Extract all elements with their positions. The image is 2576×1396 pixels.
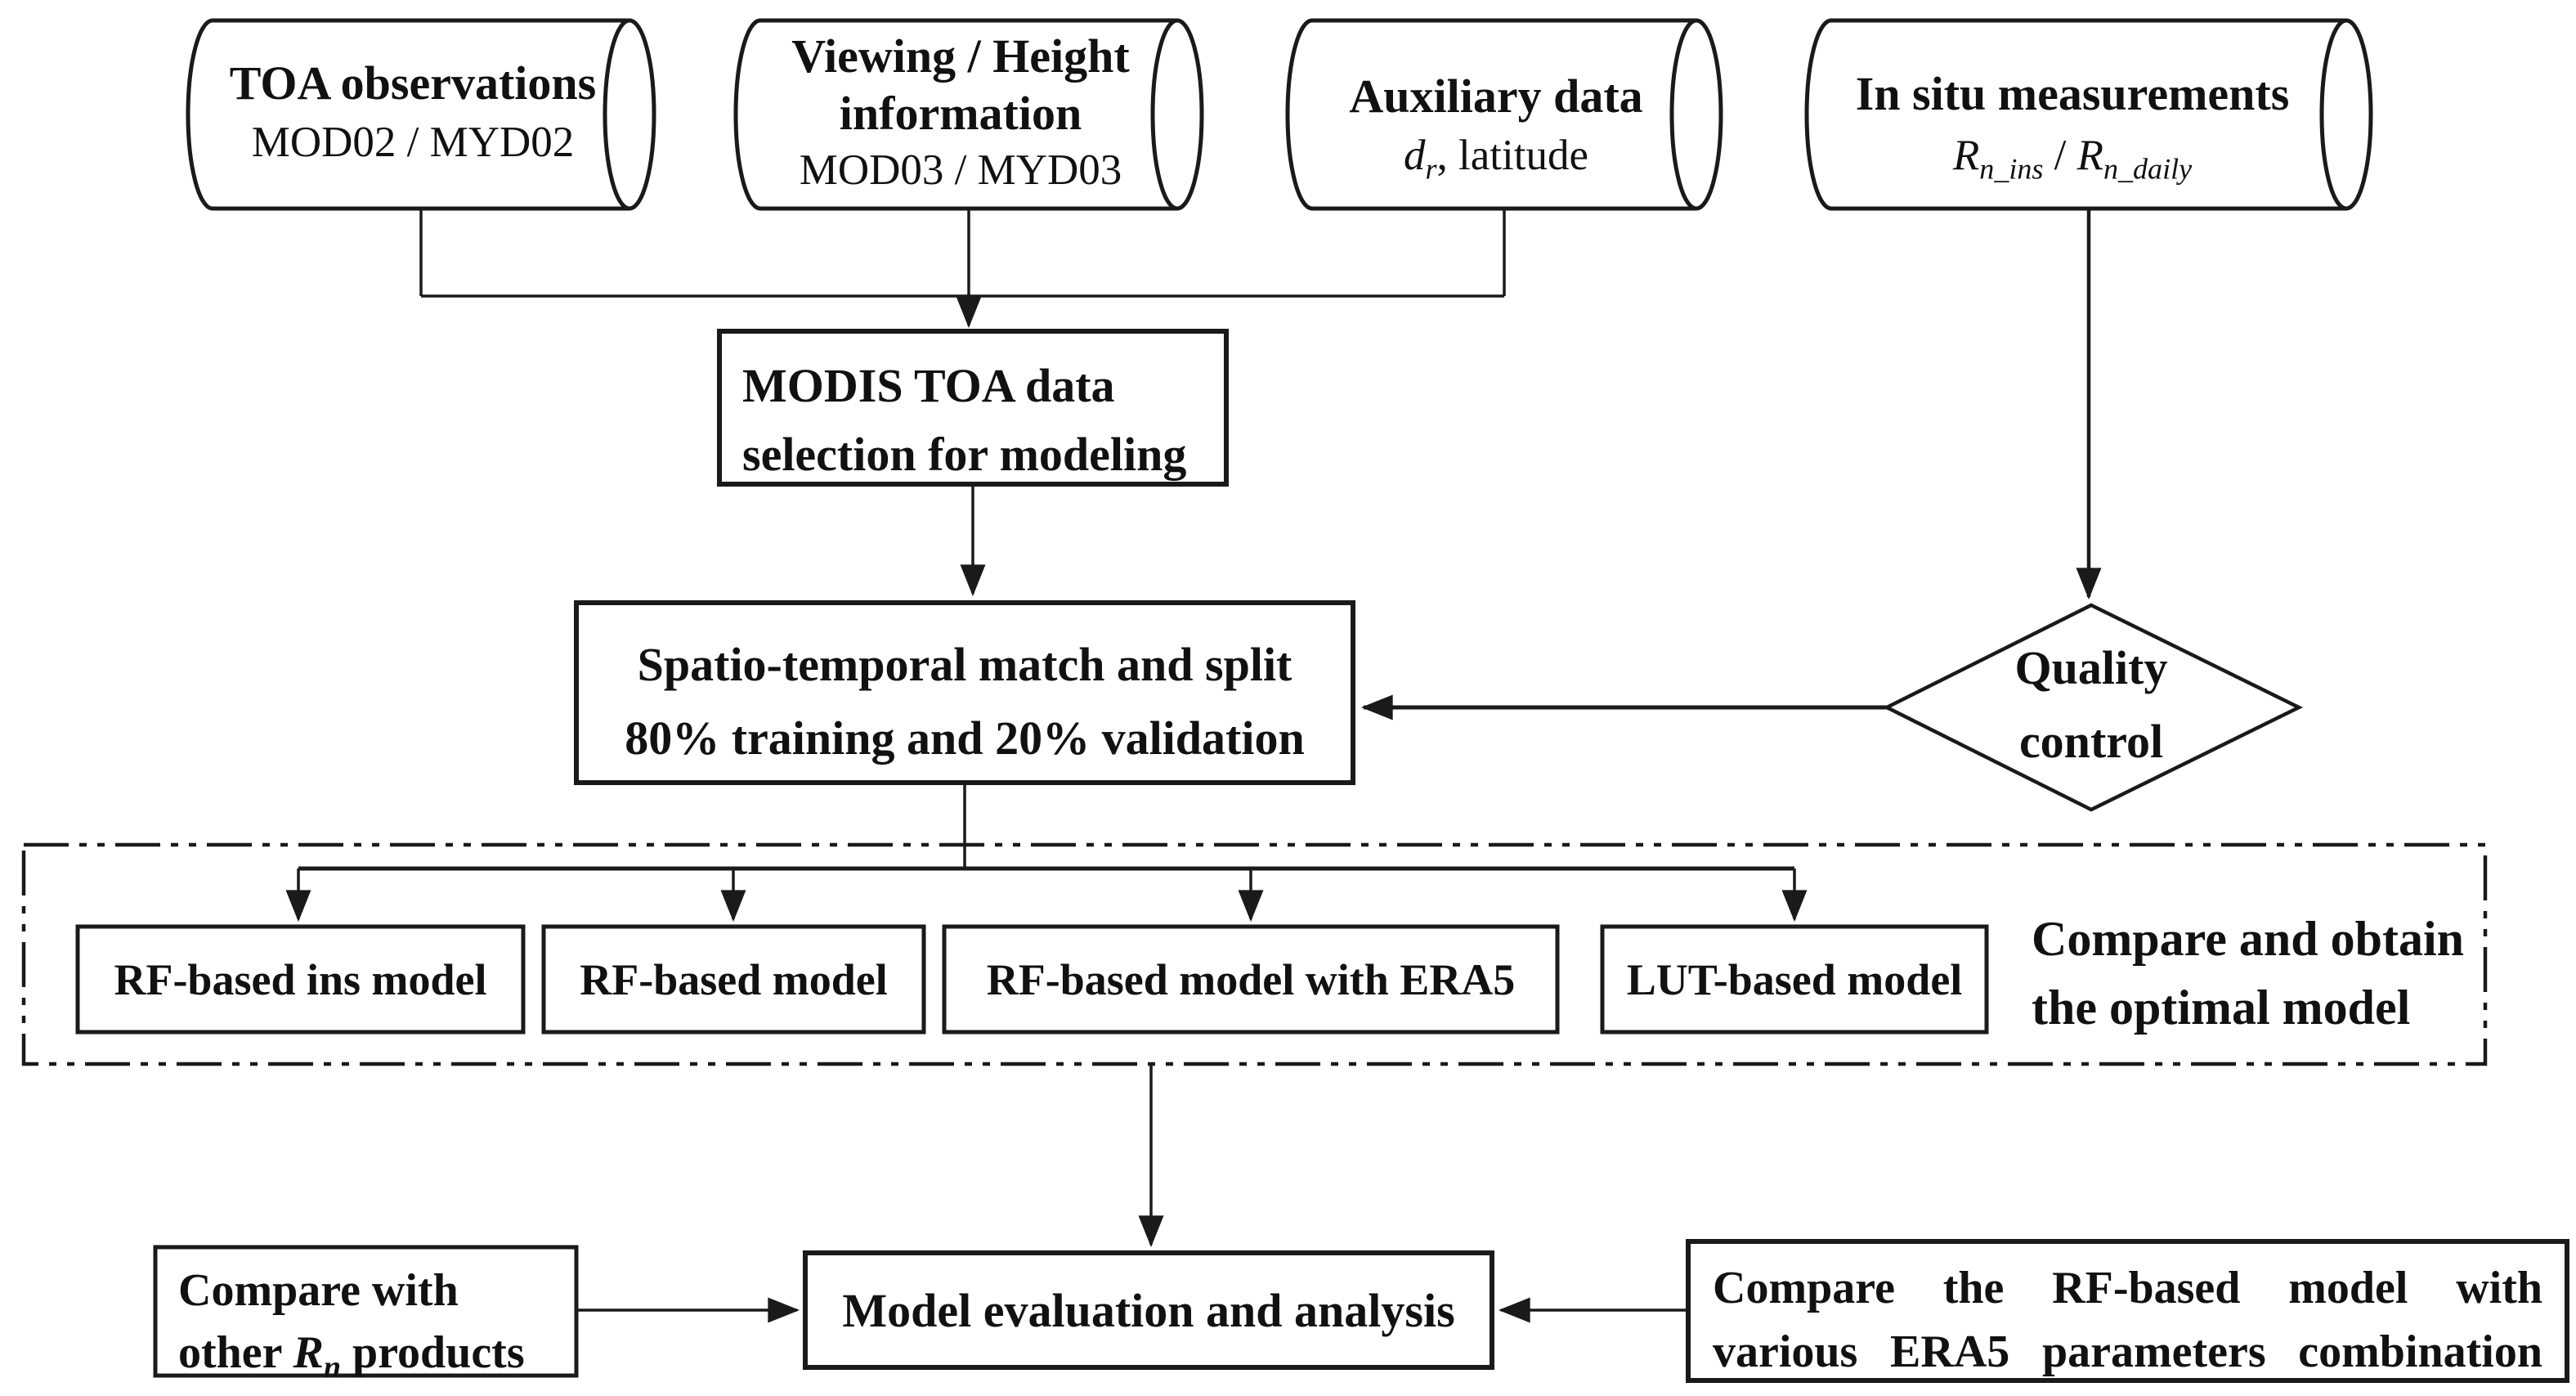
process-modis-selection: MODIS TOA data selection for modeling: [742, 352, 1216, 489]
viewing-title-line1: Viewing / Height: [791, 29, 1130, 83]
viewing-subtitle: MOD03 / MYD03: [799, 146, 1122, 194]
model-rf: RF-based model: [544, 927, 924, 1032]
split-line2: 80% training and 20% validation: [625, 711, 1305, 765]
datastore-viewing-height: Viewing / Height information MOD03 / MYD…: [736, 28, 1185, 198]
box-evaluation: [803, 1250, 1494, 1370]
cylinder-auxiliary-data: [1285, 18, 1723, 211]
compare-products-pre: other: [178, 1327, 293, 1378]
modis-line1: MODIS TOA data: [742, 359, 1115, 412]
quality-line2: control: [2018, 715, 2164, 768]
box-compare-products: [153, 1245, 579, 1378]
model-lut: LUT-based model: [1602, 927, 1987, 1032]
aux-rest: , latitude: [1436, 132, 1588, 179]
datastore-auxiliary-data: Auxiliary data dr, latitude: [1288, 67, 1705, 185]
box-model1: [75, 924, 526, 1035]
box-modis-selection: [717, 329, 1229, 487]
process-split: Spatio-temporal match and split 80% trai…: [576, 628, 1353, 775]
quality-line1: Quality: [2014, 641, 2168, 694]
datastore-insitu-measurements: In situ measurements Rn_ins / Rn_daily: [1807, 62, 2338, 185]
compare-products-line1: Compare with: [178, 1265, 459, 1316]
insitu-sub2: n_daily: [2103, 152, 2193, 186]
compare-note: Compare and obtain the optimal model: [2032, 904, 2489, 1042]
insitu-title: In situ measurements: [1855, 67, 2290, 120]
compare-products-sub: n: [323, 1350, 342, 1385]
modis-line2: selection for modeling: [742, 428, 1187, 481]
aux-formula: dr, latitude: [1288, 126, 1705, 185]
cylinder-insitu-measurements: [1804, 18, 2373, 211]
box-compare-era5: [1686, 1239, 2569, 1383]
decision-quality-control: Quality control: [1969, 631, 2214, 779]
insitu-var2: R: [2076, 132, 2103, 179]
compare-note-line2: the optimal model: [2032, 981, 2411, 1035]
box-model3: [942, 924, 1560, 1035]
compare-era5-line2: various ERA5 parameters combination: [1713, 1326, 2542, 1377]
cylinder-toa-observations: [186, 18, 656, 211]
compare-products-line2: other Rn products: [178, 1322, 562, 1384]
box-model4: [1600, 924, 1989, 1035]
aux-var-sub: r: [1425, 152, 1437, 186]
dashed-compare-container: [21, 842, 2488, 1066]
split-line1: Spatio-temporal match and split: [637, 638, 1292, 691]
model-rf-era5: RF-based model with ERA5: [944, 927, 1557, 1032]
insitu-sub1: n_ins: [1979, 152, 2044, 186]
compare-era5-line1: Compare the RF-based model with: [1713, 1263, 2542, 1313]
box-model2: [541, 924, 926, 1035]
model3-label: RF-based model with ERA5: [986, 954, 1516, 1004]
compare-note-line1: Compare and obtain: [2032, 912, 2464, 966]
insitu-slash: /: [2043, 132, 2077, 179]
process-compare-products: Compare with other Rn products: [178, 1259, 562, 1384]
toa-subtitle: MOD02 / MYD02: [251, 119, 575, 166]
process-compare-era5: Compare the RF-based model with various …: [1713, 1256, 2542, 1384]
aux-title: Auxiliary data: [1349, 70, 1643, 123]
compare-products-var: R: [293, 1327, 324, 1378]
toa-title: TOA observations: [229, 56, 597, 110]
insitu-formula: Rn_ins / Rn_daily: [1807, 126, 2338, 185]
evaluation-label: Model evaluation and analysis: [842, 1283, 1455, 1337]
model4-label: LUT-based model: [1626, 954, 1963, 1004]
aux-var: d: [1404, 132, 1426, 179]
diamond-quality-control: [1882, 603, 2304, 812]
compare-products-post: products: [341, 1327, 525, 1378]
model-rf-ins: RF-based ins model: [78, 927, 523, 1032]
model1-label: RF-based ins model: [114, 954, 487, 1004]
model2-label: RF-based model: [580, 954, 888, 1004]
viewing-title-line2: information: [839, 87, 1082, 140]
process-evaluation: Model evaluation and analysis: [805, 1253, 1492, 1367]
datastore-toa-observations: TOA observations MOD02 / MYD02: [188, 54, 638, 172]
insitu-var1: R: [1952, 132, 1980, 179]
box-split: [574, 600, 1355, 785]
cylinder-viewing-height: [733, 18, 1204, 211]
